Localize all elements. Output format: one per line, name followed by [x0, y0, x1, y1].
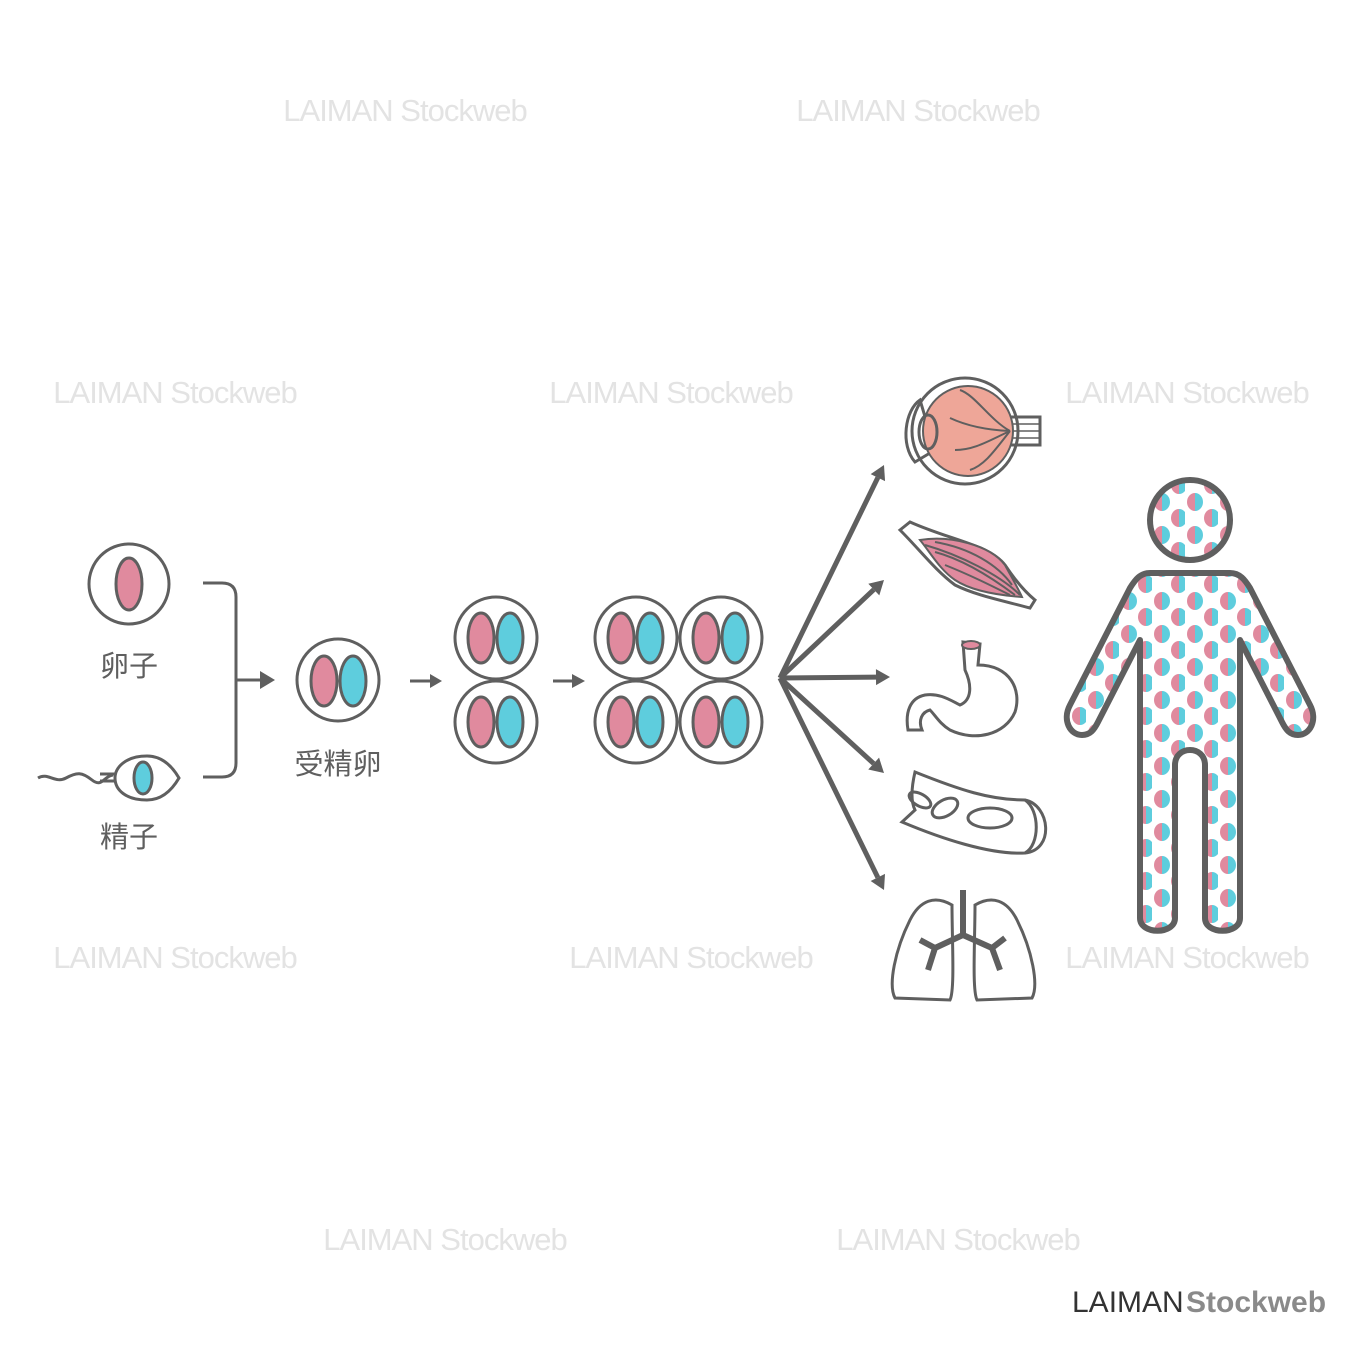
- logo-part2: Stockweb: [1186, 1286, 1326, 1319]
- watermark: LAIMAN Stockweb: [836, 1222, 1079, 1257]
- watermark: LAIMAN Stockweb: [53, 940, 296, 975]
- blood-vessel-organ: [899, 769, 1048, 855]
- arrow-head-icon: [868, 757, 884, 773]
- muscle-organ: [897, 520, 1037, 610]
- watermark: LAIMAN Stockweb: [796, 93, 1039, 128]
- zygote: [295, 637, 381, 723]
- cell: [678, 595, 764, 681]
- arrow-head-icon: [870, 873, 886, 890]
- arrow-line: [778, 587, 876, 680]
- watermark: LAIMAN Stockweb: [549, 375, 792, 410]
- arrow-icon: [553, 674, 585, 688]
- egg-cell: [87, 542, 171, 626]
- watermark: LAIMAN Stockweb: [53, 375, 296, 410]
- brand-logo: LAIMAN Stockweb: [1072, 1286, 1326, 1319]
- arrow-line: [777, 476, 881, 680]
- watermark: LAIMAN Stockweb: [1065, 940, 1308, 975]
- stomach-organ: [905, 640, 1019, 738]
- fertilization-bracket: [203, 581, 275, 779]
- arrow-icon: [410, 674, 442, 688]
- zygote-label: 受精卵: [294, 747, 381, 781]
- arrow-head-icon: [870, 465, 886, 482]
- watermark: LAIMAN Stockweb: [1065, 375, 1308, 410]
- lungs-organ: [890, 890, 1037, 1002]
- cell: [593, 679, 679, 765]
- watermark: LAIMAN Stockweb: [323, 1222, 566, 1257]
- arrow-head-icon: [875, 669, 890, 686]
- two-cell-stage: [453, 595, 539, 765]
- cell: [593, 595, 679, 681]
- arrow-line: [777, 676, 881, 879]
- cell: [453, 595, 539, 681]
- eye-organ: [904, 376, 1042, 486]
- sperm-cell: [37, 754, 181, 802]
- sperm-label: 精子: [100, 820, 158, 854]
- watermark: LAIMAN Stockweb: [569, 940, 812, 975]
- differentiation-arrows: [777, 465, 890, 890]
- watermark: LAIMAN Stockweb: [283, 93, 526, 128]
- logo-part1: LAIMAN: [1072, 1286, 1184, 1319]
- cell: [453, 679, 539, 765]
- watermarks: LAIMAN Stockweb LAIMAN Stockweb LAIMAN S…: [53, 93, 1309, 1257]
- arrow-head-icon: [868, 580, 884, 596]
- four-cell-stage: [593, 595, 764, 765]
- arrow-line: [778, 676, 876, 766]
- arrow-line: [779, 674, 877, 681]
- human-figure: [1063, 477, 1317, 934]
- egg-label: 卵子: [100, 649, 158, 683]
- cell: [678, 679, 764, 765]
